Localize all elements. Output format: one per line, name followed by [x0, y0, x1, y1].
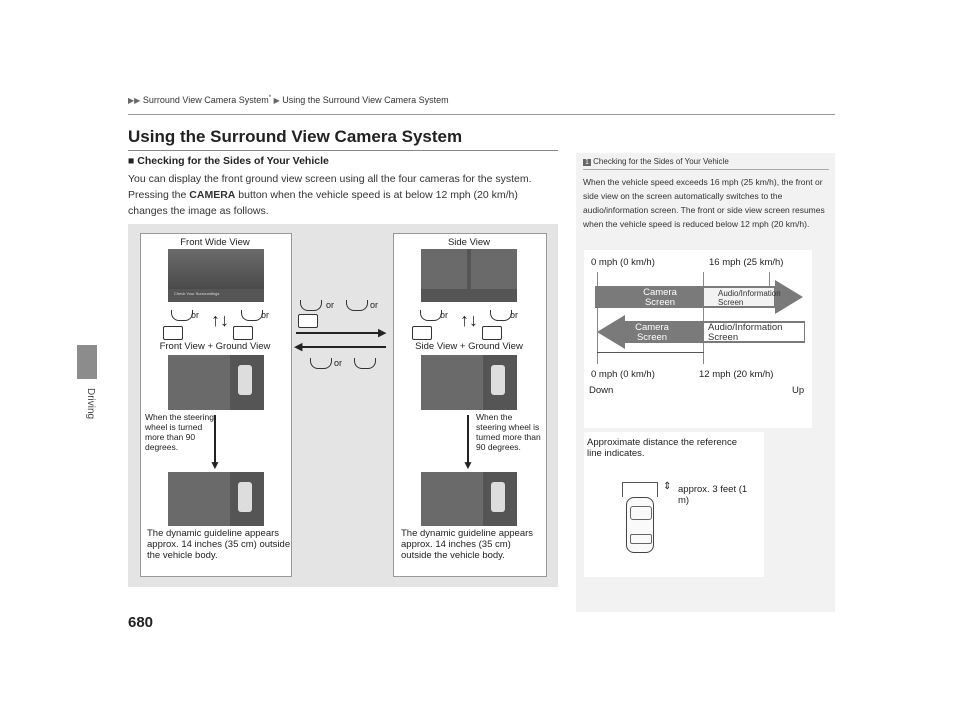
note-heading-text: Checking for the Sides of Your Vehicle	[593, 157, 729, 166]
camera-knob-icon	[171, 310, 193, 321]
breadcrumb-star: *	[268, 95, 272, 101]
header-divider	[128, 114, 835, 115]
body-part1: You can display the front ground view sc…	[128, 173, 532, 201]
front-camera-button-icons: or ↑↓ or	[163, 308, 283, 342]
view-switch-arrows: or or ▶ ◀ or	[294, 296, 391, 376]
car-top-icon	[626, 497, 654, 553]
audio-screen-down-label: Audio/Information Screen	[708, 322, 783, 343]
speed-bottom-left: 0 mph (0 km/h)	[591, 369, 655, 380]
camera-knob-icon	[490, 310, 512, 321]
camera-screen-up-label: Camera Screen	[643, 287, 677, 308]
title-divider	[128, 150, 558, 151]
sidebar-tab	[77, 345, 97, 379]
breadcrumb-item-using[interactable]: Using the Surround View Camera System	[282, 95, 449, 105]
left-arrowhead-icon: ◀	[294, 341, 303, 353]
car-top-icon	[491, 365, 505, 395]
or-label: or	[334, 358, 343, 368]
front-ground-view-title: Front View + Ground View	[159, 341, 271, 352]
page-title: Using the Surround View Camera System	[128, 127, 463, 146]
right-arrowhead-icon: ▶	[378, 327, 387, 339]
reference-line	[622, 482, 658, 497]
audio-screen-up-label: Audio/Information Screen	[718, 289, 781, 307]
note-body: When the vehicle speed exceeds 16 mph (2…	[583, 177, 825, 229]
range-line	[597, 352, 704, 353]
camera-button-label: CAMERA	[189, 189, 236, 201]
car-top-icon	[238, 482, 252, 512]
side-view-screen	[421, 249, 517, 302]
camera-screen-down-label: Camera Screen	[635, 322, 669, 343]
camera-button-icon	[482, 326, 502, 340]
audio-region-up	[704, 288, 774, 306]
speed-up-label: Up	[792, 385, 805, 396]
note-divider	[583, 169, 829, 170]
down-arrowhead-icon: ▼	[462, 458, 474, 472]
down-arrowhead-icon: ▼	[209, 458, 221, 472]
or-label: or	[510, 310, 519, 320]
camera-button-icon	[163, 326, 183, 340]
toggle-arrows-icon: ↑↓	[460, 310, 478, 330]
body-part2: button when the vehicle speed is at belo…	[128, 189, 518, 217]
car-top-icon	[238, 365, 252, 395]
car-top-icon	[491, 482, 505, 512]
speed-top-right: 16 mph (25 km/h)	[709, 257, 784, 268]
sidebar-label-driving: Driving	[85, 388, 96, 420]
note-number-badge: 1	[583, 159, 591, 166]
side-camera-button-icons: or ↑↓ or	[412, 308, 532, 342]
camera-knob-icon	[346, 300, 368, 311]
breadcrumb-arrow-icon: ▶	[273, 96, 280, 105]
camera-knob-icon	[354, 358, 376, 369]
front-ground-view-screen	[168, 355, 264, 410]
body-paragraph: You can display the front ground view sc…	[128, 171, 558, 219]
guideline-note-left: The dynamic guideline appears approx. 14…	[147, 528, 291, 561]
distance-measure: approx. 3 feet (1 m)	[678, 484, 748, 506]
toggle-arrows-icon: ↑↓	[211, 310, 229, 330]
side-ground-view-title: Side View + Ground View	[415, 341, 523, 352]
breadcrumb-arrow-icon: ▶▶	[128, 96, 141, 105]
down-arrow-icon	[467, 415, 469, 463]
breadcrumb-item-surround-view[interactable]: Surround View Camera System	[142, 95, 269, 105]
note-heading: 1 Checking for the Sides of Your Vehicle	[583, 157, 729, 166]
distance-diagram	[584, 432, 764, 577]
breadcrumb: ▶▶ Surround View Camera System* ▶ Using …	[128, 95, 449, 105]
distance-caption: Approximate distance the reference line …	[587, 437, 737, 459]
section-heading: ■ Checking for the Sides of Your Vehicle	[128, 155, 329, 167]
section-marker: ■	[128, 155, 135, 167]
side-view-title: Side View	[447, 237, 491, 248]
audio-region-down	[704, 323, 804, 341]
down-arrow-head-icon	[597, 315, 625, 349]
speed-tick-12	[703, 272, 704, 364]
or-label: or	[191, 310, 200, 320]
right-arrow-icon	[296, 332, 382, 334]
measure-arrow-icon: ⇕	[663, 481, 672, 492]
screen-text: Check Your Surroundings	[174, 291, 220, 296]
section-title: Checking for the Sides of Your Vehicle	[137, 155, 329, 167]
camera-knob-icon	[300, 300, 322, 311]
steering-note-right: When the steering wheel is turned more t…	[476, 412, 541, 452]
speed-bottom-right: 12 mph (20 km/h)	[699, 369, 774, 380]
up-arrow-head-icon	[775, 280, 803, 314]
side-guideline-screen	[421, 472, 517, 526]
or-label: or	[261, 310, 270, 320]
camera-button-icon	[412, 326, 432, 340]
side-ground-view-screen	[421, 355, 517, 410]
steering-note-left: When the steering wheel is turned more t…	[145, 412, 214, 452]
camera-knob-icon	[241, 310, 263, 321]
speed-top-left: 0 mph (0 km/h)	[591, 257, 655, 268]
camera-knob-icon	[420, 310, 442, 321]
camera-button-icon	[298, 314, 318, 328]
speed-down-label: Down	[589, 385, 614, 396]
or-label: or	[326, 300, 335, 310]
or-label: or	[440, 310, 449, 320]
camera-button-icon	[233, 326, 253, 340]
front-wide-view-title: Front Wide View	[180, 237, 250, 248]
front-wide-view-screen: Check Your Surroundings	[168, 249, 264, 302]
or-label: or	[370, 300, 379, 310]
front-guideline-screen	[168, 472, 264, 526]
camera-knob-icon	[310, 358, 332, 369]
left-arrow-icon	[300, 346, 386, 348]
down-arrow-icon	[214, 415, 216, 463]
page-number: 680	[128, 614, 154, 631]
guideline-note-right: The dynamic guideline appears approx. 14…	[401, 528, 534, 561]
